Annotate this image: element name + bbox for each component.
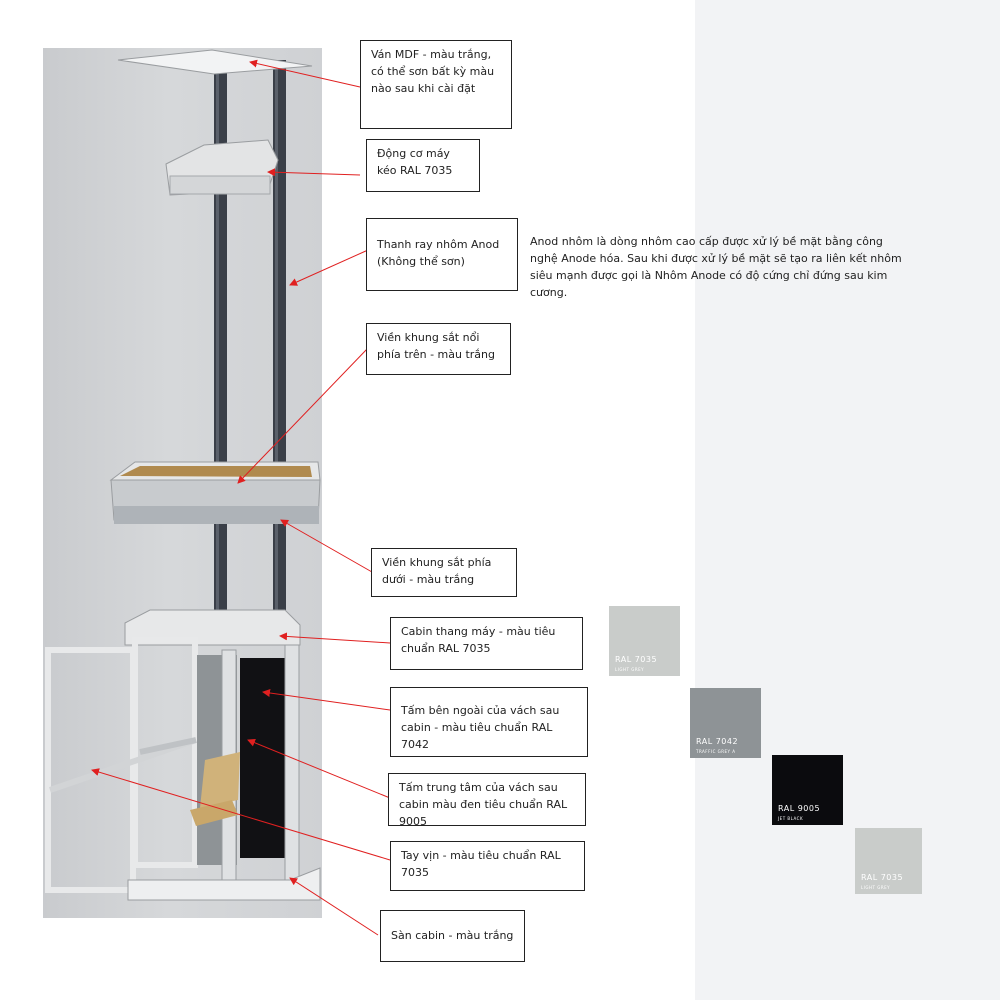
anod-rail-right [273, 60, 286, 610]
right-background [695, 0, 1000, 1000]
callout-outer-panel: Tấm bên ngoài của vách sau cabin - màu t… [390, 687, 588, 757]
door-frame-left [45, 647, 136, 893]
anodize-note: Anod nhôm là dòng nhôm cao cấp được xử l… [530, 235, 902, 299]
callout-mdf-board: Ván MDF - màu trắng, có thể sơn bất kỳ m… [360, 40, 512, 129]
callout-arrows [91, 59, 391, 936]
callout-anod-rail: Thanh ray nhôm Anod (Không thể sơn) [366, 218, 518, 291]
callout-floor: Sàn cabin - màu trắng [380, 910, 525, 962]
swatch-code: RAL 9005 [778, 804, 821, 813]
swatch-ral-7042: RAL 7042 TRAFFIC GREY A [690, 688, 761, 758]
cabin-floor [127, 867, 321, 901]
callout-bottom-frame: Viền khung sắt phía dưới - màu trắng [371, 548, 517, 597]
door-frame-right [132, 637, 198, 868]
swatch-name: JET BLACK [778, 816, 804, 821]
cabin-ceiling [124, 609, 301, 646]
anod-rail-left [214, 60, 227, 610]
callout-cabin: Cabin thang máy - màu tiêu chuẩn RAL 703… [390, 617, 583, 670]
cabin-back-center [240, 658, 285, 858]
swatch-code: RAL 7035 [615, 655, 658, 664]
swatch-name: LIGHT GREY [615, 667, 645, 672]
callout-handrail: Tay vịn - màu tiêu chuẩn RAL 7035 [390, 841, 585, 891]
callout-center-panel: Tấm trung tâm của vách sau cabin màu đen… [388, 773, 586, 828]
swatch-ral-7035-b: RAL 7035 LIGHT GREY [855, 828, 922, 894]
swatch-name: TRAFFIC GREY A [696, 749, 736, 754]
callout-traction-motor: Động cơ máy kéo RAL 7035 [366, 139, 480, 192]
swatch-ral-7035-a: RAL 7035 LIGHT GREY [609, 606, 680, 676]
swatch-code: RAL 7035 [861, 873, 904, 882]
swatch-name: LIGHT GREY [861, 885, 891, 890]
callout-top-frame: Viền khung sắt nổi phía trên - màu trắng [366, 323, 511, 375]
handrail [49, 737, 197, 793]
mdf-board [117, 49, 313, 75]
fold-seat [200, 752, 240, 808]
swatch-ral-9005: RAL 9005 JET BLACK [772, 755, 843, 825]
swatch-code: RAL 7042 [696, 737, 739, 746]
